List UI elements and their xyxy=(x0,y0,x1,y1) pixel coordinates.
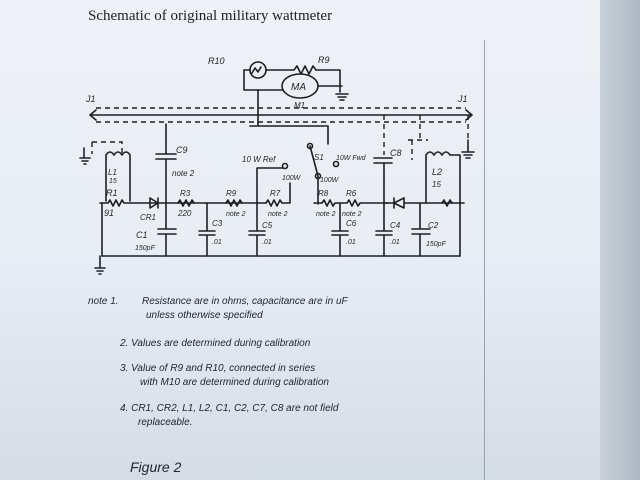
thermistor-r10 xyxy=(249,61,267,79)
notes: note 1. Resistance are in ohms, capacita… xyxy=(88,296,349,475)
label-c1: C1 xyxy=(136,230,148,240)
label-s1: S1 xyxy=(314,153,324,162)
resistor-r9 xyxy=(225,199,243,207)
label-c3: C3 xyxy=(212,219,223,228)
resistor-r3 xyxy=(177,199,195,207)
label-m1: M1 xyxy=(294,101,305,110)
label-100w-a: 100W xyxy=(282,175,302,182)
label-r1-value: 91 xyxy=(104,208,114,218)
resistor-r1 xyxy=(99,199,143,207)
document-title: Schematic of original military wattmeter xyxy=(88,8,332,24)
label-meter: MA xyxy=(291,82,306,93)
page-edge xyxy=(600,0,640,480)
note-2: 2. Values are determined during calibrat… xyxy=(119,338,311,349)
label-c2: C2 xyxy=(428,221,439,230)
meter-circuit: R10 R9 MA M1 xyxy=(208,55,349,145)
label-l1: L1 xyxy=(108,168,117,177)
label-r9-top: R9 xyxy=(318,55,330,65)
resistors-r8-r6 xyxy=(313,199,389,207)
label-r3-value: 220 xyxy=(177,209,192,218)
label-l2-value: 15 xyxy=(432,180,441,189)
label-c5: C5 xyxy=(262,221,273,230)
label-c4: C4 xyxy=(390,221,401,230)
label-r6: R6 xyxy=(346,189,357,198)
label-j1-right: J1 xyxy=(457,94,468,104)
label-cr1: CR1 xyxy=(140,213,156,222)
label-r8-value: note 2 xyxy=(316,211,336,218)
diode-cr1 xyxy=(141,197,267,209)
label-r7-value: note 2 xyxy=(268,211,288,218)
note-3-line-2: with M10 are determined during calibrati… xyxy=(140,377,329,388)
margin-line xyxy=(484,40,485,480)
note-1-label: note 1. xyxy=(88,296,119,307)
label-c6: C6 xyxy=(346,219,357,228)
label-r8: R8 xyxy=(318,189,329,198)
label-r7: R7 xyxy=(270,189,281,198)
resistor-r9-top xyxy=(273,65,341,93)
note-1-line-1: Resistance are in ohms, capacitance are … xyxy=(142,296,349,307)
label-100w-b: 100W xyxy=(320,177,340,184)
label-c4-value: .01 xyxy=(390,239,400,246)
label-c3-value: .01 xyxy=(212,239,222,246)
note-1-line-2: unless otherwise specified xyxy=(146,310,263,321)
label-r3: R3 xyxy=(180,189,191,198)
label-c9: C9 xyxy=(176,145,188,155)
label-c5-value: .01 xyxy=(262,239,272,246)
coax-line: J1 J1 xyxy=(85,94,473,123)
label-10w-fwd: 10W Fwd xyxy=(336,155,367,162)
label-10w-ref: 10 W Ref xyxy=(242,155,276,164)
label-j1-left: J1 xyxy=(85,94,96,104)
label-c2-value: 150pF xyxy=(426,241,447,248)
label-c1-value: 150pF xyxy=(135,245,156,252)
label-r9-value: note 2 xyxy=(226,211,246,218)
left-detector: L1 15 R1 91 CR1 C9 note 2 C1 150pF R3 22… xyxy=(79,123,302,275)
label-c8: C8 xyxy=(390,148,402,158)
ground-icon xyxy=(243,69,349,101)
note-4-line-1: 4. CR1, CR2, L1, L2, C1, C2, C7, C8 are … xyxy=(120,403,339,414)
label-r1: R1 xyxy=(106,188,118,198)
label-l2: L2 xyxy=(432,167,442,177)
label-r6-value: note 2 xyxy=(342,211,362,218)
resistor-r7 xyxy=(265,182,291,207)
label-c6-value: .01 xyxy=(346,239,356,246)
diode-cr2 xyxy=(383,197,465,209)
label-r10: R10 xyxy=(208,56,225,66)
figure-label: Figure 2 xyxy=(130,459,182,475)
label-c9-note: note 2 xyxy=(172,169,195,178)
note-3-line-1: 3. Value of R9 and R10, connected in ser… xyxy=(120,363,315,374)
note-4-line-2: replaceable. xyxy=(138,417,192,428)
right-detector: S1 10W Fwd 100W R8 note 2 R6 note 2 C6 .… xyxy=(306,115,475,257)
label-l1-value: 15 xyxy=(109,178,117,185)
label-r9: R9 xyxy=(226,189,237,198)
